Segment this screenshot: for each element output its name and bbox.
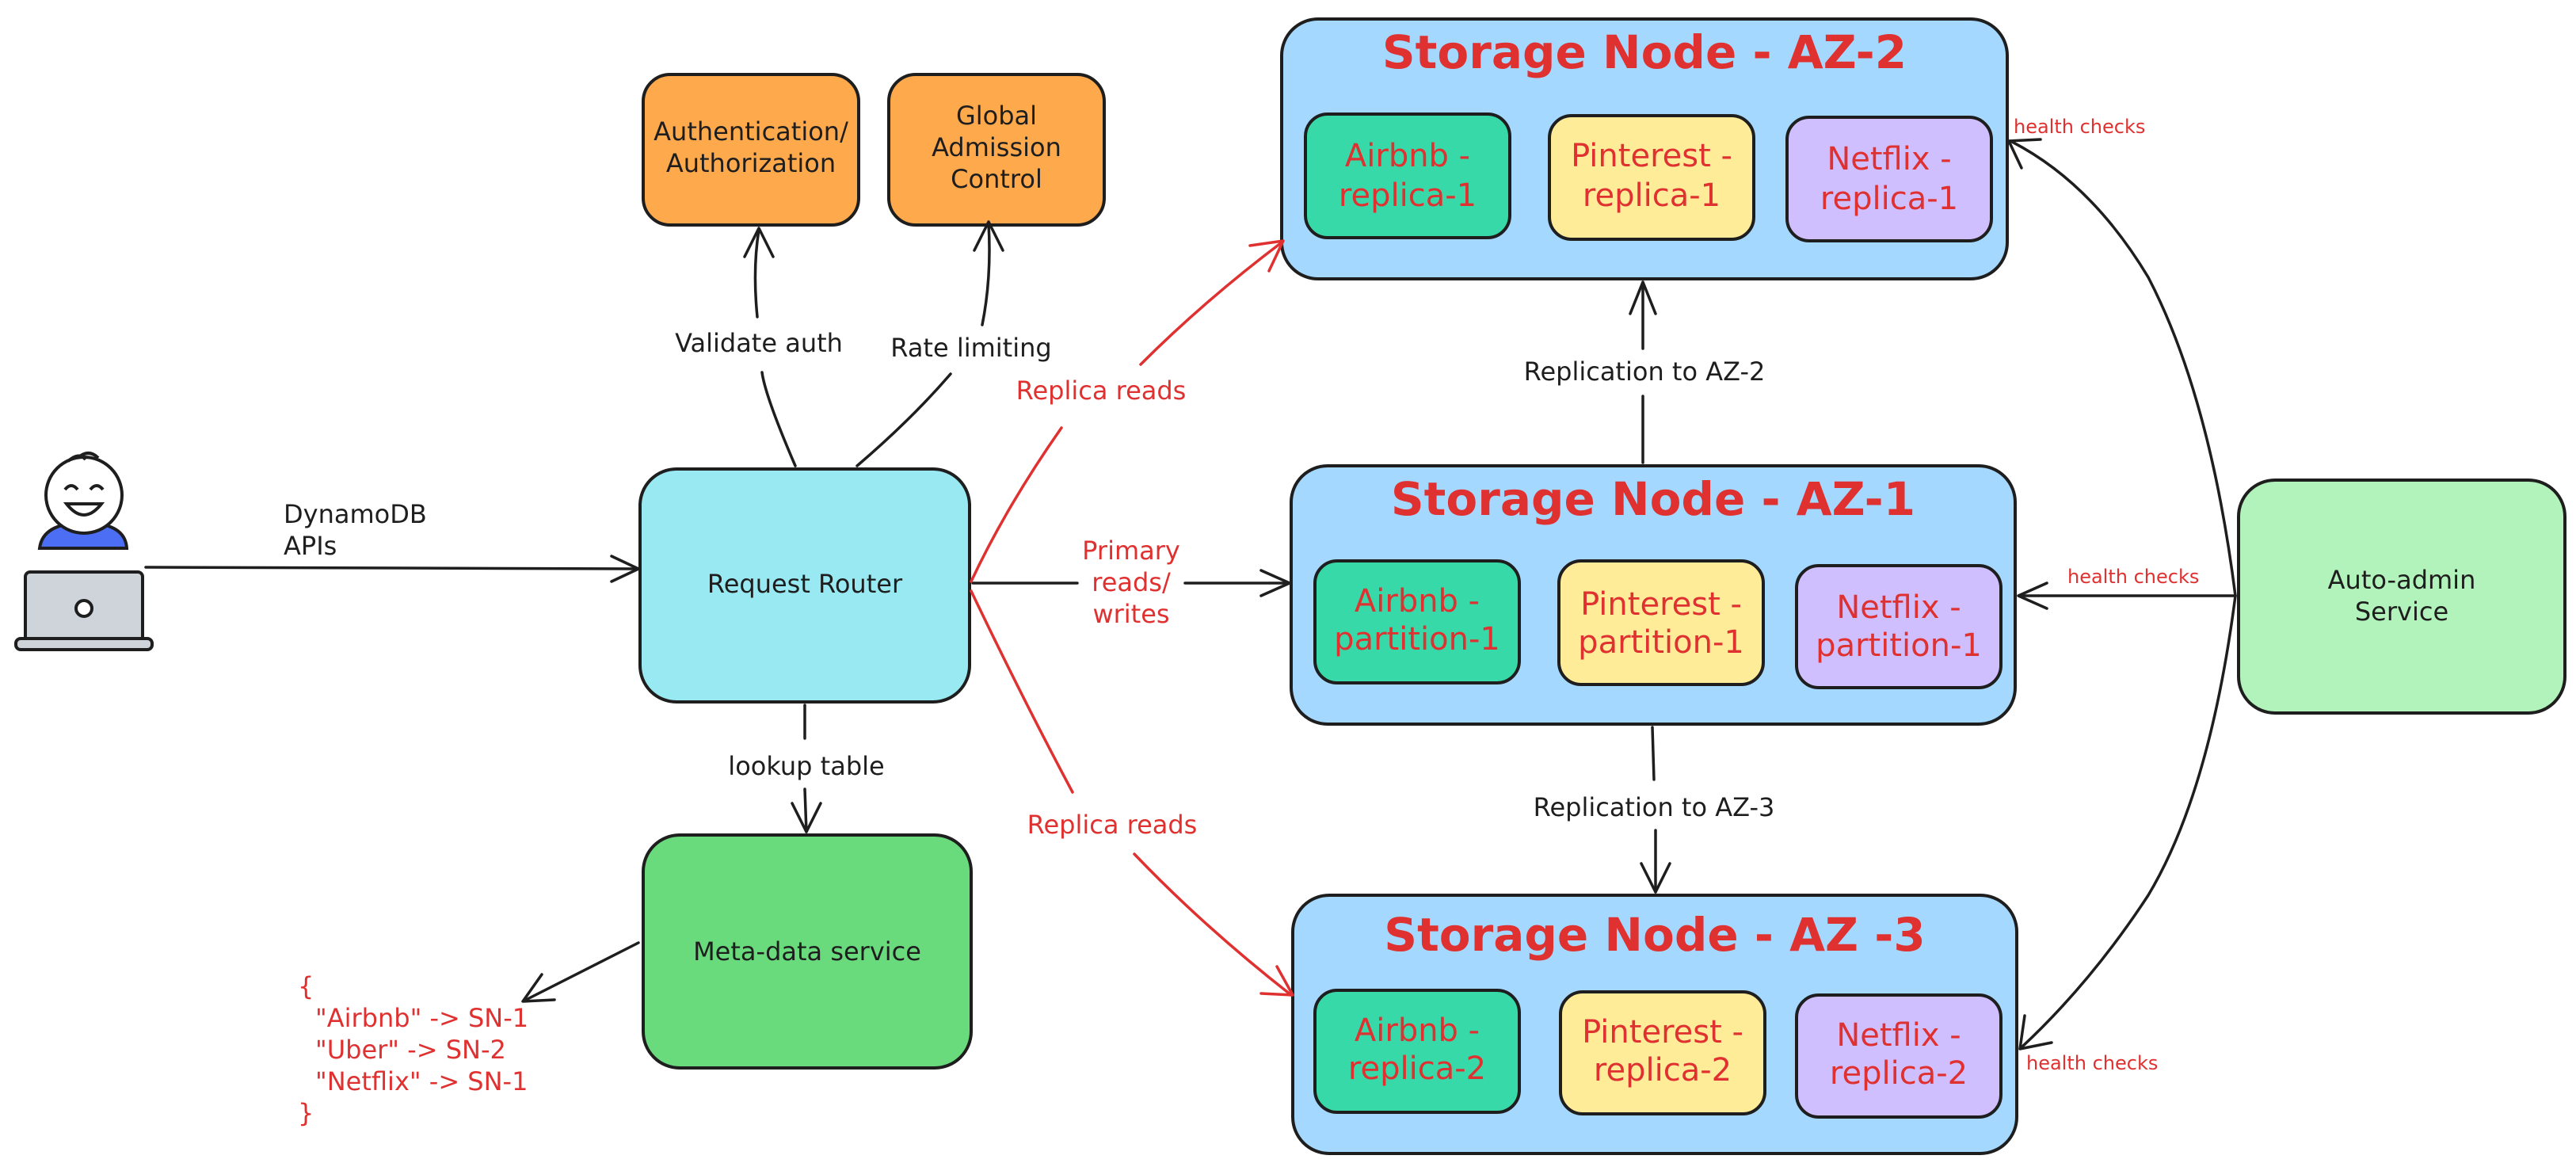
arrow-az1-to-az3 bbox=[1640, 726, 1671, 894]
replica-reads-bottom-label: Replica reads bbox=[1027, 810, 1198, 840]
lookup-line: { bbox=[298, 971, 314, 1001]
arrow-router-to-auth bbox=[743, 227, 797, 467]
auto-admin-label-2: Service bbox=[2355, 597, 2448, 627]
rate-limiting-label: Rate limiting bbox=[890, 333, 1051, 363]
health-checks-mid-label: health checks bbox=[2067, 566, 2199, 588]
partition-label: Netflix - bbox=[1836, 589, 1961, 626]
auth-service-label-2: Authorization bbox=[666, 148, 836, 178]
user-eyes bbox=[63, 484, 105, 491]
partition-label: replica-1 bbox=[1583, 177, 1721, 214]
partition-label: Pinterest - bbox=[1580, 586, 1742, 623]
arrow-metadata-to-lookup bbox=[521, 941, 640, 1003]
metadata-service-label: Meta-data service bbox=[693, 936, 921, 967]
partition-label: Airbnb - bbox=[1355, 1012, 1480, 1049]
user-head bbox=[44, 456, 124, 535]
partition-pinterest-replica-1 bbox=[1548, 114, 1755, 241]
partition-pinterest-replica-2 bbox=[1559, 990, 1766, 1115]
replication-az2-label: Replication to AZ-2 bbox=[1524, 357, 1766, 387]
apis-label-2: APIs bbox=[284, 531, 337, 561]
partition-netflix-partition-1 bbox=[1795, 564, 2002, 689]
partition-label: Airbnb - bbox=[1355, 583, 1480, 620]
request-router: Request Router bbox=[638, 467, 971, 704]
partition-label: Netflix - bbox=[1836, 1017, 1961, 1054]
partition-airbnb-replica-2 bbox=[1313, 989, 1521, 1114]
arrow-az1-to-az2 bbox=[1629, 280, 1657, 464]
primary-label-2: reads/ bbox=[1092, 567, 1171, 597]
partition-airbnb-replica-1 bbox=[1304, 112, 1511, 239]
health-checks-top-label: health checks bbox=[2014, 116, 2145, 138]
lookup-line: "Airbnb" -> SN-1 bbox=[315, 1003, 528, 1033]
primary-label-3: writes bbox=[1092, 599, 1169, 629]
user-hair bbox=[67, 452, 100, 463]
person-with-laptop-icon bbox=[14, 452, 154, 651]
replication-az3-label: Replication to AZ-3 bbox=[1534, 792, 1775, 822]
lookup-line: "Uber" -> SN-2 bbox=[315, 1035, 506, 1065]
arrow-user-to-router bbox=[144, 555, 640, 583]
partition-netflix-replica-1 bbox=[1785, 116, 1993, 242]
arrow-autoadmin-to-az1 bbox=[2017, 582, 2237, 610]
admission-control-label-3: Control bbox=[951, 164, 1042, 194]
partition-airbnb-partition-1 bbox=[1313, 559, 1521, 684]
admission-control-label-1: Global bbox=[956, 101, 1037, 131]
lookup-line: "Netflix" -> SN-1 bbox=[315, 1066, 528, 1096]
admission-control-box bbox=[887, 73, 1106, 227]
partition-label: partition-1 bbox=[1578, 624, 1744, 661]
laptop-base bbox=[14, 637, 154, 651]
arrow-router-to-metadata bbox=[791, 704, 822, 833]
storage-node-az3: Storage Node - AZ -3 Airbnb - replica-2 … bbox=[1291, 894, 2018, 1155]
auth-service: Authentication/ Authorization bbox=[642, 73, 860, 227]
primary-label-1: Primary bbox=[1082, 536, 1180, 566]
arrow-autoadmin-to-az3 bbox=[2018, 594, 2237, 1051]
partition-label: partition-1 bbox=[1334, 621, 1500, 658]
metadata-service-box bbox=[642, 833, 973, 1070]
auto-admin-label-1: Auto-admin bbox=[2328, 565, 2476, 595]
storage-node-az2-title: Storage Node - AZ-2 bbox=[1382, 25, 1907, 79]
auth-service-box bbox=[642, 73, 860, 227]
partition-label: replica-2 bbox=[1830, 1055, 1968, 1092]
partition-label: replica-2 bbox=[1348, 1051, 1486, 1087]
storage-node-az1: Storage Node - AZ-1 Airbnb - partition-1… bbox=[1290, 464, 2017, 726]
lookup-table-snippet: { "Airbnb" -> SN-1 "Uber" -> SN-2 "Netfl… bbox=[298, 971, 528, 1128]
storage-node-az3-title: Storage Node - AZ -3 bbox=[1384, 908, 1925, 962]
partition-label: replica-1 bbox=[1339, 177, 1477, 214]
admission-control-label-2: Admission bbox=[932, 132, 1061, 162]
replica-reads-top-label: Replica reads bbox=[1016, 376, 1187, 406]
arrow-router-to-az3-replica bbox=[970, 589, 1294, 997]
request-router-box bbox=[638, 467, 971, 704]
arrow-router-to-az1 bbox=[971, 569, 1291, 597]
partition-label: partition-1 bbox=[1816, 627, 1982, 664]
partition-label: Airbnb - bbox=[1345, 138, 1470, 174]
validate-auth-label: Validate auth bbox=[675, 328, 843, 358]
health-checks-bottom-label: health checks bbox=[2026, 1052, 2158, 1074]
partition-label: Netflix - bbox=[1827, 141, 1951, 177]
storage-node-az1-title: Storage Node - AZ-1 bbox=[1391, 472, 1915, 526]
request-router-label: Request Router bbox=[707, 569, 903, 599]
partition-label: replica-2 bbox=[1594, 1052, 1732, 1089]
partition-label: replica-1 bbox=[1820, 181, 1958, 217]
arrow-router-to-admission bbox=[855, 220, 1004, 467]
laptop-logo bbox=[74, 599, 93, 618]
partition-label: Pinterest - bbox=[1571, 138, 1732, 174]
arrow-router-to-az2-replica bbox=[970, 239, 1285, 583]
storage-node-az2: Storage Node - AZ-2 Airbnb - replica-1 P… bbox=[1280, 17, 2009, 280]
auto-admin-box bbox=[2237, 479, 2566, 715]
auto-admin-service: Auto-admin Service bbox=[2237, 479, 2566, 715]
arrow-autoadmin-to-az2 bbox=[2007, 138, 2237, 597]
lookup-line: } bbox=[298, 1098, 314, 1128]
user-smile bbox=[63, 502, 105, 517]
lookup-table-label: lookup table bbox=[728, 751, 884, 781]
partition-netflix-replica-2 bbox=[1795, 993, 2002, 1119]
partition-label: Pinterest - bbox=[1582, 1014, 1743, 1051]
admission-control-service: Global Admission Control bbox=[887, 73, 1106, 227]
apis-label-1: DynamoDB bbox=[284, 499, 427, 529]
auth-service-label-1: Authentication/ bbox=[654, 116, 848, 147]
metadata-service: Meta-data service bbox=[642, 833, 973, 1070]
partition-pinterest-partition-1 bbox=[1557, 559, 1765, 686]
